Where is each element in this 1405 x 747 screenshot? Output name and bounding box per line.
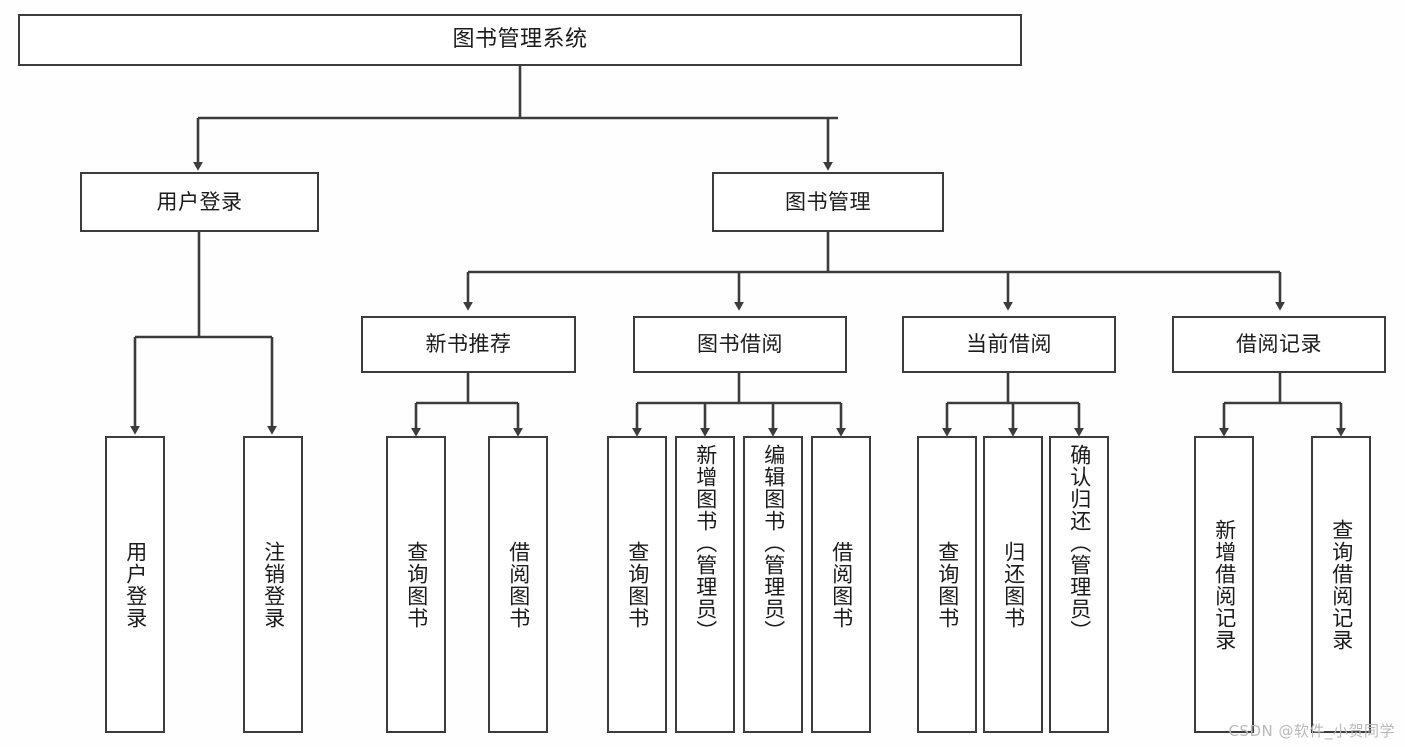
node-leaf-query-book-bb[interactable]: 查询图书 (607, 436, 667, 733)
node-user-login-label: 用户登录 (156, 189, 243, 214)
node-new-book-recommend[interactable]: 新书推荐 (361, 316, 576, 373)
node-leaf-return-book-label: 归还图书 (1001, 540, 1026, 629)
node-leaf-add-borrow-record[interactable]: 新增借阅记录 (1194, 436, 1254, 733)
csdn-watermark: CSDN @软件_小贺同学 (1228, 722, 1395, 740)
node-current-borrow-label: 当前借阅 (966, 332, 1052, 357)
node-user-login[interactable]: 用户登录 (80, 172, 319, 232)
node-root-label: 图书管理系统 (452, 27, 588, 53)
node-book-borrow-label: 图书借阅 (697, 332, 783, 357)
node-root[interactable]: 图书管理系统 (18, 14, 1022, 66)
node-leaf-user-login[interactable]: 用户登录 (105, 436, 165, 733)
node-leaf-add-borrow-record-label: 新增借阅记录 (1212, 518, 1237, 651)
node-leaf-borrow-book-bb-label: 借阅图书 (829, 540, 854, 629)
node-leaf-add-book[interactable]: 新增图书（管理员） (675, 436, 735, 733)
node-leaf-query-book-cb-label: 查询图书 (935, 540, 960, 629)
node-leaf-user-login-label: 用户登录 (123, 540, 148, 629)
node-book-manage-label: 图书管理 (785, 189, 871, 214)
node-leaf-confirm-return[interactable]: 确认归还（管理员） (1049, 436, 1109, 733)
node-current-borrow[interactable]: 当前借阅 (902, 316, 1116, 373)
node-book-borrow[interactable]: 图书借阅 (633, 316, 847, 373)
node-leaf-query-borrow-record[interactable]: 查询借阅记录 (1311, 436, 1371, 733)
node-leaf-borrow-book-nb[interactable]: 借阅图书 (488, 436, 548, 733)
node-leaf-confirm-return-label: 确认归还（管理员） (1067, 444, 1092, 642)
node-leaf-edit-book[interactable]: 编辑图书（管理员） (743, 436, 803, 733)
node-leaf-borrow-book-nb-label: 借阅图书 (506, 540, 531, 629)
node-leaf-query-borrow-record-label: 查询借阅记录 (1329, 518, 1354, 651)
node-leaf-return-book[interactable]: 归还图书 (983, 436, 1043, 733)
node-leaf-query-book-bb-label: 查询图书 (625, 540, 650, 629)
node-borrow-record-label: 借阅记录 (1236, 332, 1322, 357)
node-leaf-query-book-nb-label: 查询图书 (404, 540, 429, 629)
node-leaf-borrow-book-bb[interactable]: 借阅图书 (811, 436, 871, 733)
node-leaf-add-book-label: 新增图书（管理员） (693, 444, 718, 642)
node-leaf-logout-label: 注销登录 (261, 540, 286, 629)
node-leaf-query-book-nb[interactable]: 查询图书 (386, 436, 446, 733)
node-book-manage[interactable]: 图书管理 (712, 172, 944, 232)
node-leaf-query-book-cb[interactable]: 查询图书 (917, 436, 977, 733)
node-new-book-recommend-label: 新书推荐 (425, 332, 512, 357)
node-borrow-record[interactable]: 借阅记录 (1172, 316, 1386, 373)
node-leaf-edit-book-label: 编辑图书（管理员） (761, 444, 786, 642)
node-leaf-logout[interactable]: 注销登录 (243, 436, 303, 733)
